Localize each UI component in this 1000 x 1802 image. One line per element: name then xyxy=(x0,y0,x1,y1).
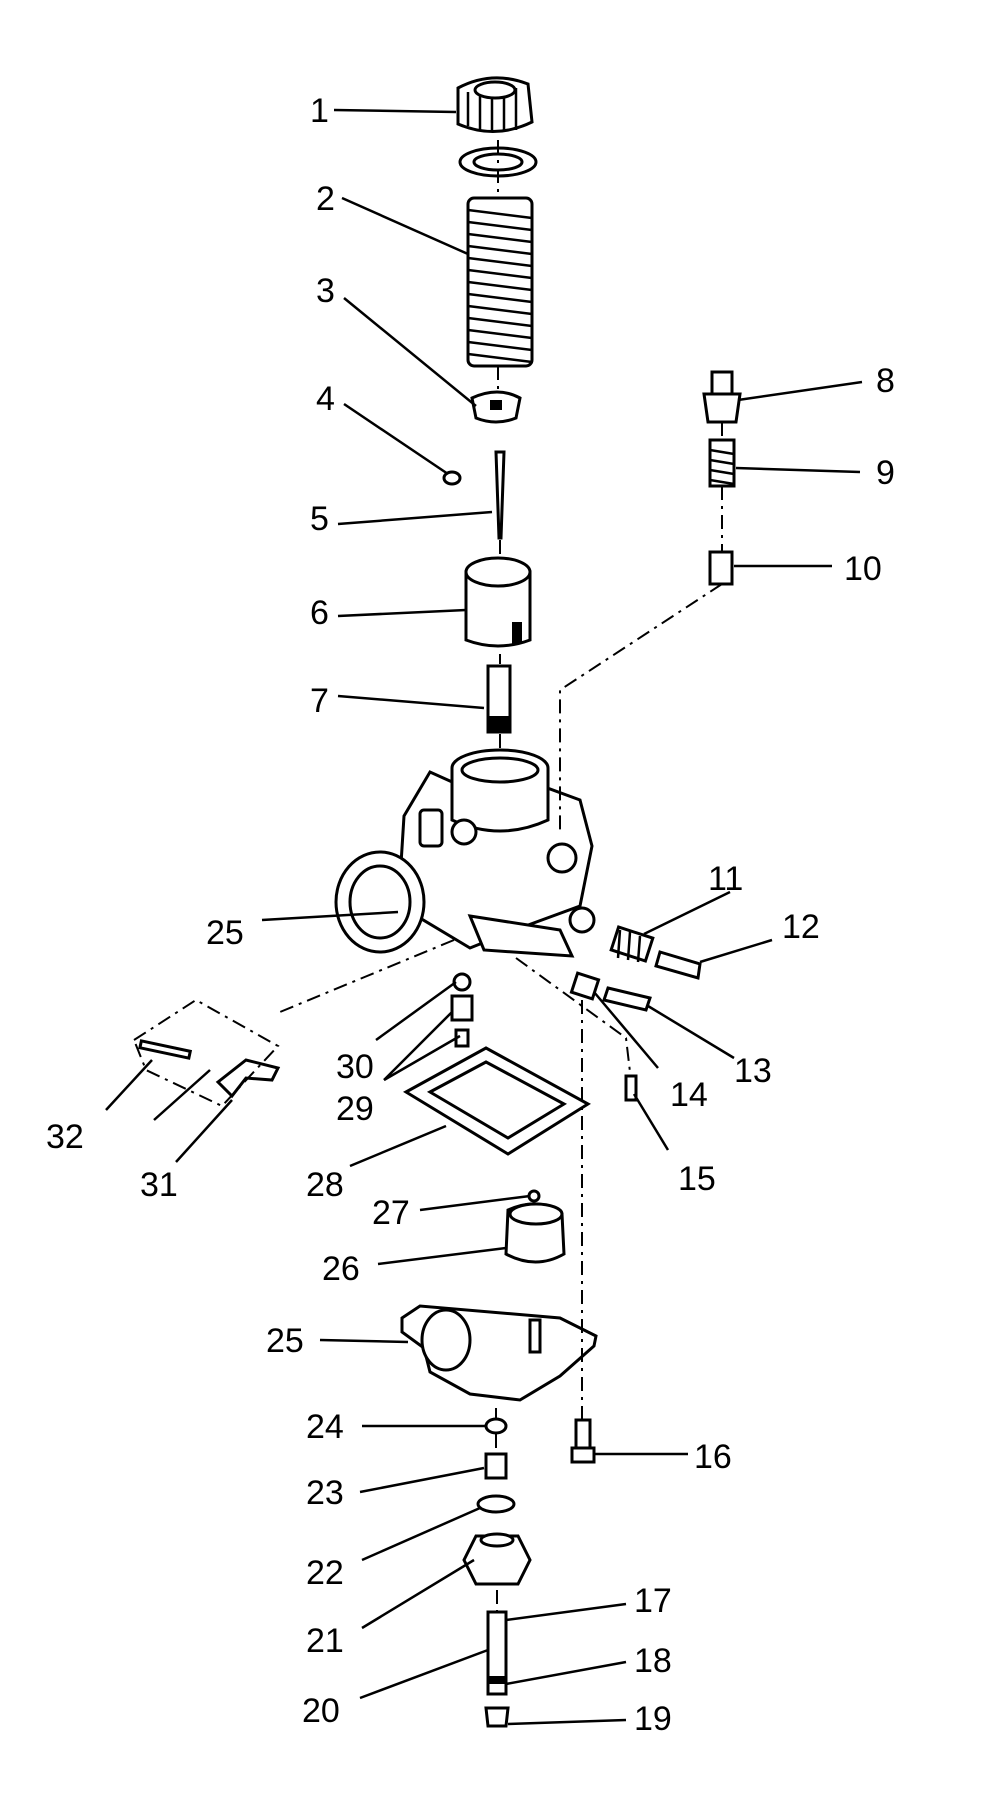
callout-17: 17 xyxy=(634,1582,672,1620)
part-spring xyxy=(466,196,534,368)
callout-32: 32 xyxy=(46,1118,84,1156)
callout-5: 5 xyxy=(310,500,329,538)
callout-24: 24 xyxy=(306,1408,344,1446)
callout-13: 13 xyxy=(734,1052,772,1090)
part-gasket-inner xyxy=(426,1060,568,1140)
callout-27: 27 xyxy=(372,1194,410,1232)
callout-22: 22 xyxy=(306,1554,344,1592)
part-small-screw xyxy=(624,1074,638,1102)
callout-14: 14 xyxy=(670,1076,708,1114)
part-needle-jet xyxy=(486,664,512,734)
callout-28: 28 xyxy=(306,1166,344,1204)
part-drain-tube-band xyxy=(488,1676,506,1684)
part-idle-screw xyxy=(654,950,702,980)
assembly-axes xyxy=(279,140,723,1612)
part-bowl-screw xyxy=(570,1418,596,1464)
callout-numbers: 1 2 3 4 5 6 7 8 9 10 11 12 13 14 15 16 1… xyxy=(46,92,895,1738)
callout-11: 11 xyxy=(708,860,743,898)
callout-31: 31 xyxy=(140,1166,178,1204)
callout-8: 8 xyxy=(876,362,895,400)
part-retainer-slot xyxy=(490,400,502,410)
callout-1: 1 xyxy=(310,92,329,130)
callout-29: 29 xyxy=(336,1090,374,1128)
part-float-pin xyxy=(527,1189,541,1203)
part-pilot-screw xyxy=(702,370,742,424)
part-air-screw xyxy=(602,986,652,1012)
callout-20: 20 xyxy=(302,1692,340,1730)
choke-linkage-outline xyxy=(132,998,280,1108)
part-drain-plug-nut xyxy=(462,1532,532,1586)
callout-2: 2 xyxy=(316,180,335,218)
part-needle-clip xyxy=(442,470,462,486)
part-o-ring xyxy=(476,1494,516,1514)
part-jet-needle xyxy=(494,450,506,540)
part-choke-pin xyxy=(138,1039,193,1060)
callout-15: 15 xyxy=(678,1160,716,1198)
callout-25-body: 25 xyxy=(206,914,244,952)
callout-21: 21 xyxy=(306,1622,344,1660)
part-pilot-spring xyxy=(708,438,736,488)
part-drain-cap xyxy=(484,1706,510,1728)
callout-7: 7 xyxy=(310,682,329,720)
callout-23: 23 xyxy=(306,1474,344,1512)
part-main-jet xyxy=(484,1452,508,1480)
callout-12: 12 xyxy=(782,908,820,946)
part-float-bowl xyxy=(400,1304,598,1402)
part-pilot-jet-washer xyxy=(452,972,472,992)
callout-6: 6 xyxy=(310,594,329,632)
callout-25-bowl: 25 xyxy=(266,1322,304,1360)
callout-9: 9 xyxy=(876,454,895,492)
part-main-jet-washer xyxy=(484,1417,508,1435)
part-throttle-slide xyxy=(464,556,532,648)
callout-19: 19 xyxy=(634,1700,672,1738)
callout-18: 18 xyxy=(634,1642,672,1680)
callout-16: 16 xyxy=(694,1438,732,1476)
part-idle-spring xyxy=(609,925,655,963)
callout-10: 10 xyxy=(844,550,882,588)
callout-3: 3 xyxy=(316,272,335,310)
part-air-spring xyxy=(569,971,601,1001)
part-pilot-jet xyxy=(450,994,474,1022)
callout-4: 4 xyxy=(316,380,335,418)
leader-lines xyxy=(105,108,863,1726)
part-carburetor-body xyxy=(334,748,596,958)
part-float xyxy=(504,1202,566,1264)
part-top-cap xyxy=(456,76,534,134)
part-pilot-plug xyxy=(708,550,734,586)
callout-26: 26 xyxy=(322,1250,360,1288)
callout-30: 30 xyxy=(336,1048,374,1086)
